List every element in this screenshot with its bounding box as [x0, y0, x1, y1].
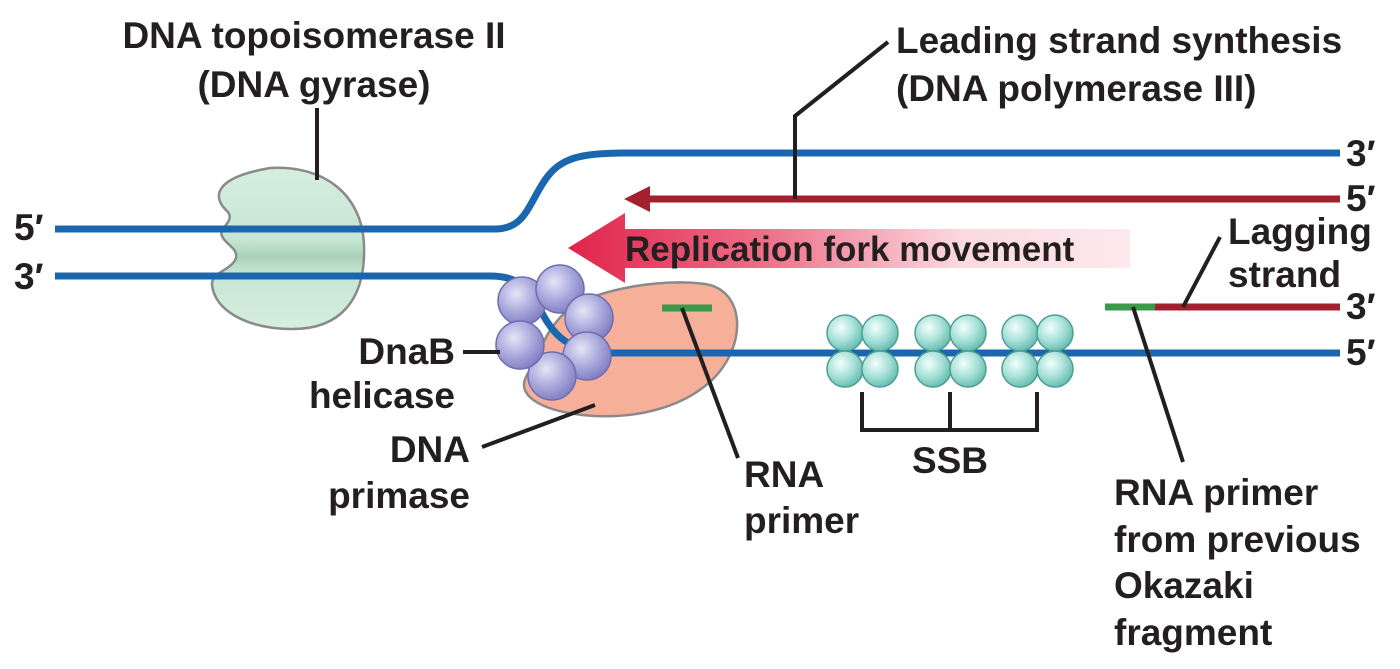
right-template-bottom-end-label: 5′ [1346, 332, 1376, 373]
right-lagging-end-label: 3′ [1346, 286, 1376, 327]
prev-primer-label-line4: fragment [1114, 612, 1272, 653]
prev-primer-leader-line [1131, 306, 1185, 463]
primase-leader-line [481, 403, 596, 449]
right-template-top-end-label: 3′ [1346, 133, 1376, 174]
fork-movement-label: Replication fork movement [625, 230, 1075, 269]
ssb-subunit [861, 314, 899, 352]
ssb-subunit [914, 350, 952, 388]
ssb-subunit [1036, 350, 1074, 388]
leading-label-line2: (DNA polymerase III) [896, 68, 1257, 109]
primase-label-line1: DNA [390, 429, 470, 470]
dnab-label-line2: helicase [309, 375, 455, 416]
ssb-subunit [826, 314, 864, 352]
rna-primer-leader-line [680, 307, 740, 459]
ssb-subunit [949, 350, 987, 388]
leading-label-line1: Leading strand synthesis [896, 20, 1342, 61]
topo-label-line2: (DNA gyrase) [197, 64, 430, 105]
prev-primer-label-line2: from previous [1114, 519, 1361, 560]
right-leading-end-label: 5′ [1346, 178, 1376, 219]
rna-primer-label-line1: RNA [744, 454, 824, 495]
ssb-subunit [826, 350, 864, 388]
ssb-label: SSB [912, 440, 988, 481]
left-top-end-label: 5′ [14, 207, 44, 248]
left-bottom-end-label: 3′ [14, 256, 44, 297]
ssb-subunit [1001, 350, 1039, 388]
dna-gyrase-shape [210, 166, 366, 331]
ssb-subunit [861, 350, 899, 388]
ssb-subunit [914, 314, 952, 352]
ssb-proteins [826, 314, 1074, 388]
helicase-subunit [527, 351, 577, 401]
lagging-label-line1: Lagging [1228, 211, 1372, 252]
dnab-label-line1: DnaB [358, 331, 455, 372]
rna-primer-label-line2: primer [744, 500, 859, 541]
parental-strand-top [55, 149, 1340, 233]
helicase-subunit [495, 320, 545, 370]
topo-label-line1: DNA topoisomerase II [122, 15, 505, 56]
ssb-subunit [949, 314, 987, 352]
fork-movement-arrow [568, 213, 1130, 283]
primase-label-line2: primase [328, 475, 470, 516]
leading-strand-arrowhead [624, 186, 650, 212]
prev-primer-label-line3: Okazaki [1114, 565, 1254, 606]
ssb-subunit [1001, 314, 1039, 352]
prev-primer-label-line1: RNA primer [1114, 472, 1318, 513]
ssb-subunit [1036, 314, 1074, 352]
lagging-strand-leader-line [1181, 236, 1222, 308]
leading-strand-leader-line [793, 40, 890, 199]
dnab-helicase [495, 264, 614, 401]
lagging-label-line2: strand [1228, 254, 1341, 295]
